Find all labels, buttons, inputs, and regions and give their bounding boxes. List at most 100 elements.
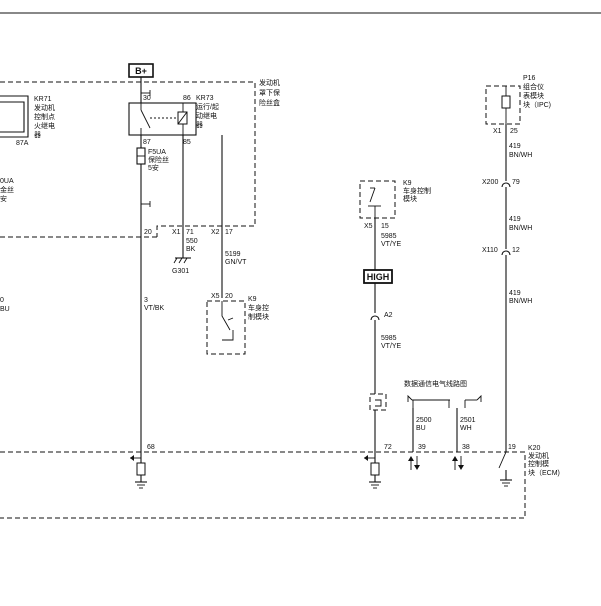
wire-5199-circuit: 5199 — [225, 251, 241, 258]
ground-g301: X1 71 550 BK G301 — [172, 135, 198, 275]
wire-550-color: BK — [186, 246, 196, 253]
wire-419b-color: BN/WH — [509, 225, 532, 232]
p16-ipc: P16 组合仪 表模块 块（IPC) X1 25 419 BN/WH X200 … — [482, 75, 551, 452]
high-label: HIGH — [367, 272, 390, 282]
splice-a2: A2 — [384, 312, 393, 319]
ecm-pin-19: 19 — [508, 444, 516, 451]
k9-right-pin: 15 — [381, 223, 389, 230]
k9-right-connector: X5 — [364, 223, 373, 230]
data-comm-title: 数据通信电气线路图 — [404, 379, 467, 388]
wire-2500-color: BU — [416, 425, 426, 432]
fuse-f5ua: F5UA 保险丝 5安 20 3 VT/BK — [136, 135, 169, 452]
ground-label: G301 — [172, 268, 189, 275]
k9-left-connector: X5 — [211, 293, 220, 300]
wire-2500-circuit: 2500 — [416, 417, 432, 424]
k9-switch-left: X5 20 K9 车身控 制模块 — [206, 293, 269, 355]
wire-3-circuit: 3 — [144, 297, 148, 304]
kr73-label-3: 动继电 — [196, 111, 217, 120]
wire-5199: X2 17 5199 GN/VT — [211, 135, 247, 298]
kr73-label-1: KR73 — [196, 95, 214, 102]
wire-550-circuit: 550 — [186, 238, 198, 245]
wire-5985-bottom-color: VT/YE — [381, 343, 402, 350]
kr73-pin-85: 85 — [183, 139, 191, 146]
wire-2501-color: WH — [460, 425, 472, 432]
wire-419a-color: BN/WH — [509, 152, 532, 159]
wire-3-color: VT/BK — [144, 305, 165, 312]
kr71-pin-87a: 87A — [16, 140, 29, 147]
p16-connector: X1 — [493, 128, 502, 135]
ecm-module: K20 发动机 控制模 块（ECM) 68 72 39 38 19 — [0, 444, 560, 519]
fuse-block-title-2: 罩下保 — [259, 88, 280, 97]
wire-419c-circuit: 419 — [509, 290, 521, 297]
left-wire-a: 0 — [0, 297, 4, 304]
k9-right: K9 车身控制 模块 X5 15 5985 VT/YE — [359, 180, 431, 270]
wire-419b-circuit: 419 — [509, 216, 521, 223]
x110-pin: 12 — [512, 247, 520, 254]
x200-connector: X200 — [482, 179, 498, 186]
p16-name-4: 块（IPC) — [523, 100, 551, 109]
left-fuse-fragment: 0UA 金丝 安 — [0, 178, 14, 203]
p16-name-1: P16 — [523, 75, 536, 82]
k9-left-name-2: 车身控 — [248, 303, 269, 312]
wire-5985-top-color: VT/YE — [381, 241, 402, 248]
ecm-name-2: 发动机 — [528, 451, 549, 460]
kr73-pin-87: 87 — [143, 139, 151, 146]
ecm-name-3: 控制模 — [528, 459, 549, 468]
b-plus-box: B+ — [128, 63, 154, 93]
kr71-label-5: 器 — [34, 131, 41, 139]
kr71-label-3: 控制点 — [34, 112, 55, 121]
k9-left-name-1: K9 — [248, 296, 257, 303]
kr73-pin-30: 30 — [143, 95, 151, 102]
kr73-relay: 30 86 KR73 运行/起 动继电 器 87 85 — [128, 90, 219, 146]
wire-419c-color: BN/WH — [509, 298, 532, 305]
k9-right-name-3: 模块 — [403, 194, 417, 203]
wire-419a-circuit: 419 — [509, 143, 521, 150]
wire-5985-bottom: A2 5985 VT/YE — [369, 283, 402, 452]
ecm-pin-68: 68 — [147, 444, 155, 451]
wire-5199-color: GN/VT — [225, 259, 247, 266]
fuse-block-title-1: 发动机 — [259, 78, 280, 87]
fuse-f5ua-label-3: 5安 — [148, 163, 159, 172]
fuse-block: 发动机 罩下保 险丝盒 — [0, 78, 280, 238]
kr71-label-1: KR71 — [34, 96, 52, 103]
kr71-label-2: 发动机 — [34, 103, 55, 112]
x110-connector: X110 — [482, 247, 498, 254]
left-fuse-label-1: 0UA — [0, 178, 14, 185]
p16-pin: 25 — [510, 128, 518, 135]
ecm-pin-39: 39 — [418, 444, 426, 451]
wire-5985-bottom-circuit: 5985 — [381, 335, 397, 342]
left-fuse-label-2: 金丝 — [0, 185, 14, 194]
kr71-relay: KR71 发动机 控制点 火继电 器 87A — [0, 95, 55, 147]
kr73-label-2: 运行/起 — [196, 102, 219, 111]
wire-2501-circuit: 2501 — [460, 417, 476, 424]
data-comm-ref: 数据通信电气线路图 2500 BU 2501 WH — [404, 379, 482, 452]
fuse-f5ua-label-2: 保险丝 — [148, 155, 169, 164]
left-wire-b: BU — [0, 306, 10, 313]
kr73-pin-86: 86 — [183, 95, 191, 102]
x2-pin-label: 17 — [225, 229, 233, 236]
k9-right-name-2: 车身控制 — [403, 186, 431, 195]
wire-5985-top-circuit: 5985 — [381, 233, 397, 240]
ecm-name-1: K20 — [528, 445, 541, 452]
kr71-label-4: 火继电 — [34, 121, 55, 130]
b-plus-label: B+ — [135, 66, 147, 76]
p16-name-3: 表模块 — [523, 91, 544, 100]
ecm-pin-38: 38 — [462, 444, 470, 451]
high-box: HIGH — [363, 269, 393, 284]
kr73-label-4: 器 — [196, 121, 203, 129]
fuse-block-title-3: 险丝盒 — [259, 98, 280, 107]
x200-pin: 79 — [512, 179, 520, 186]
ecm-pin-72: 72 — [384, 444, 392, 451]
left-fuse-label-3: 安 — [0, 194, 7, 203]
x1-conn-label: X1 — [172, 229, 181, 236]
ecm-name-4: 块（ECM) — [528, 468, 560, 477]
x1-pin-label: 71 — [186, 229, 194, 236]
conn-20-label: 20 — [144, 229, 152, 236]
k9-right-name-1: K9 — [403, 180, 412, 187]
k9-left-name-3: 制模块 — [248, 312, 269, 321]
k9-left-pin: 20 — [225, 293, 233, 300]
fuse-f5ua-label-1: F5UA — [148, 149, 166, 156]
p16-name-2: 组合仪 — [523, 82, 544, 91]
x2-conn-label: X2 — [211, 229, 220, 236]
